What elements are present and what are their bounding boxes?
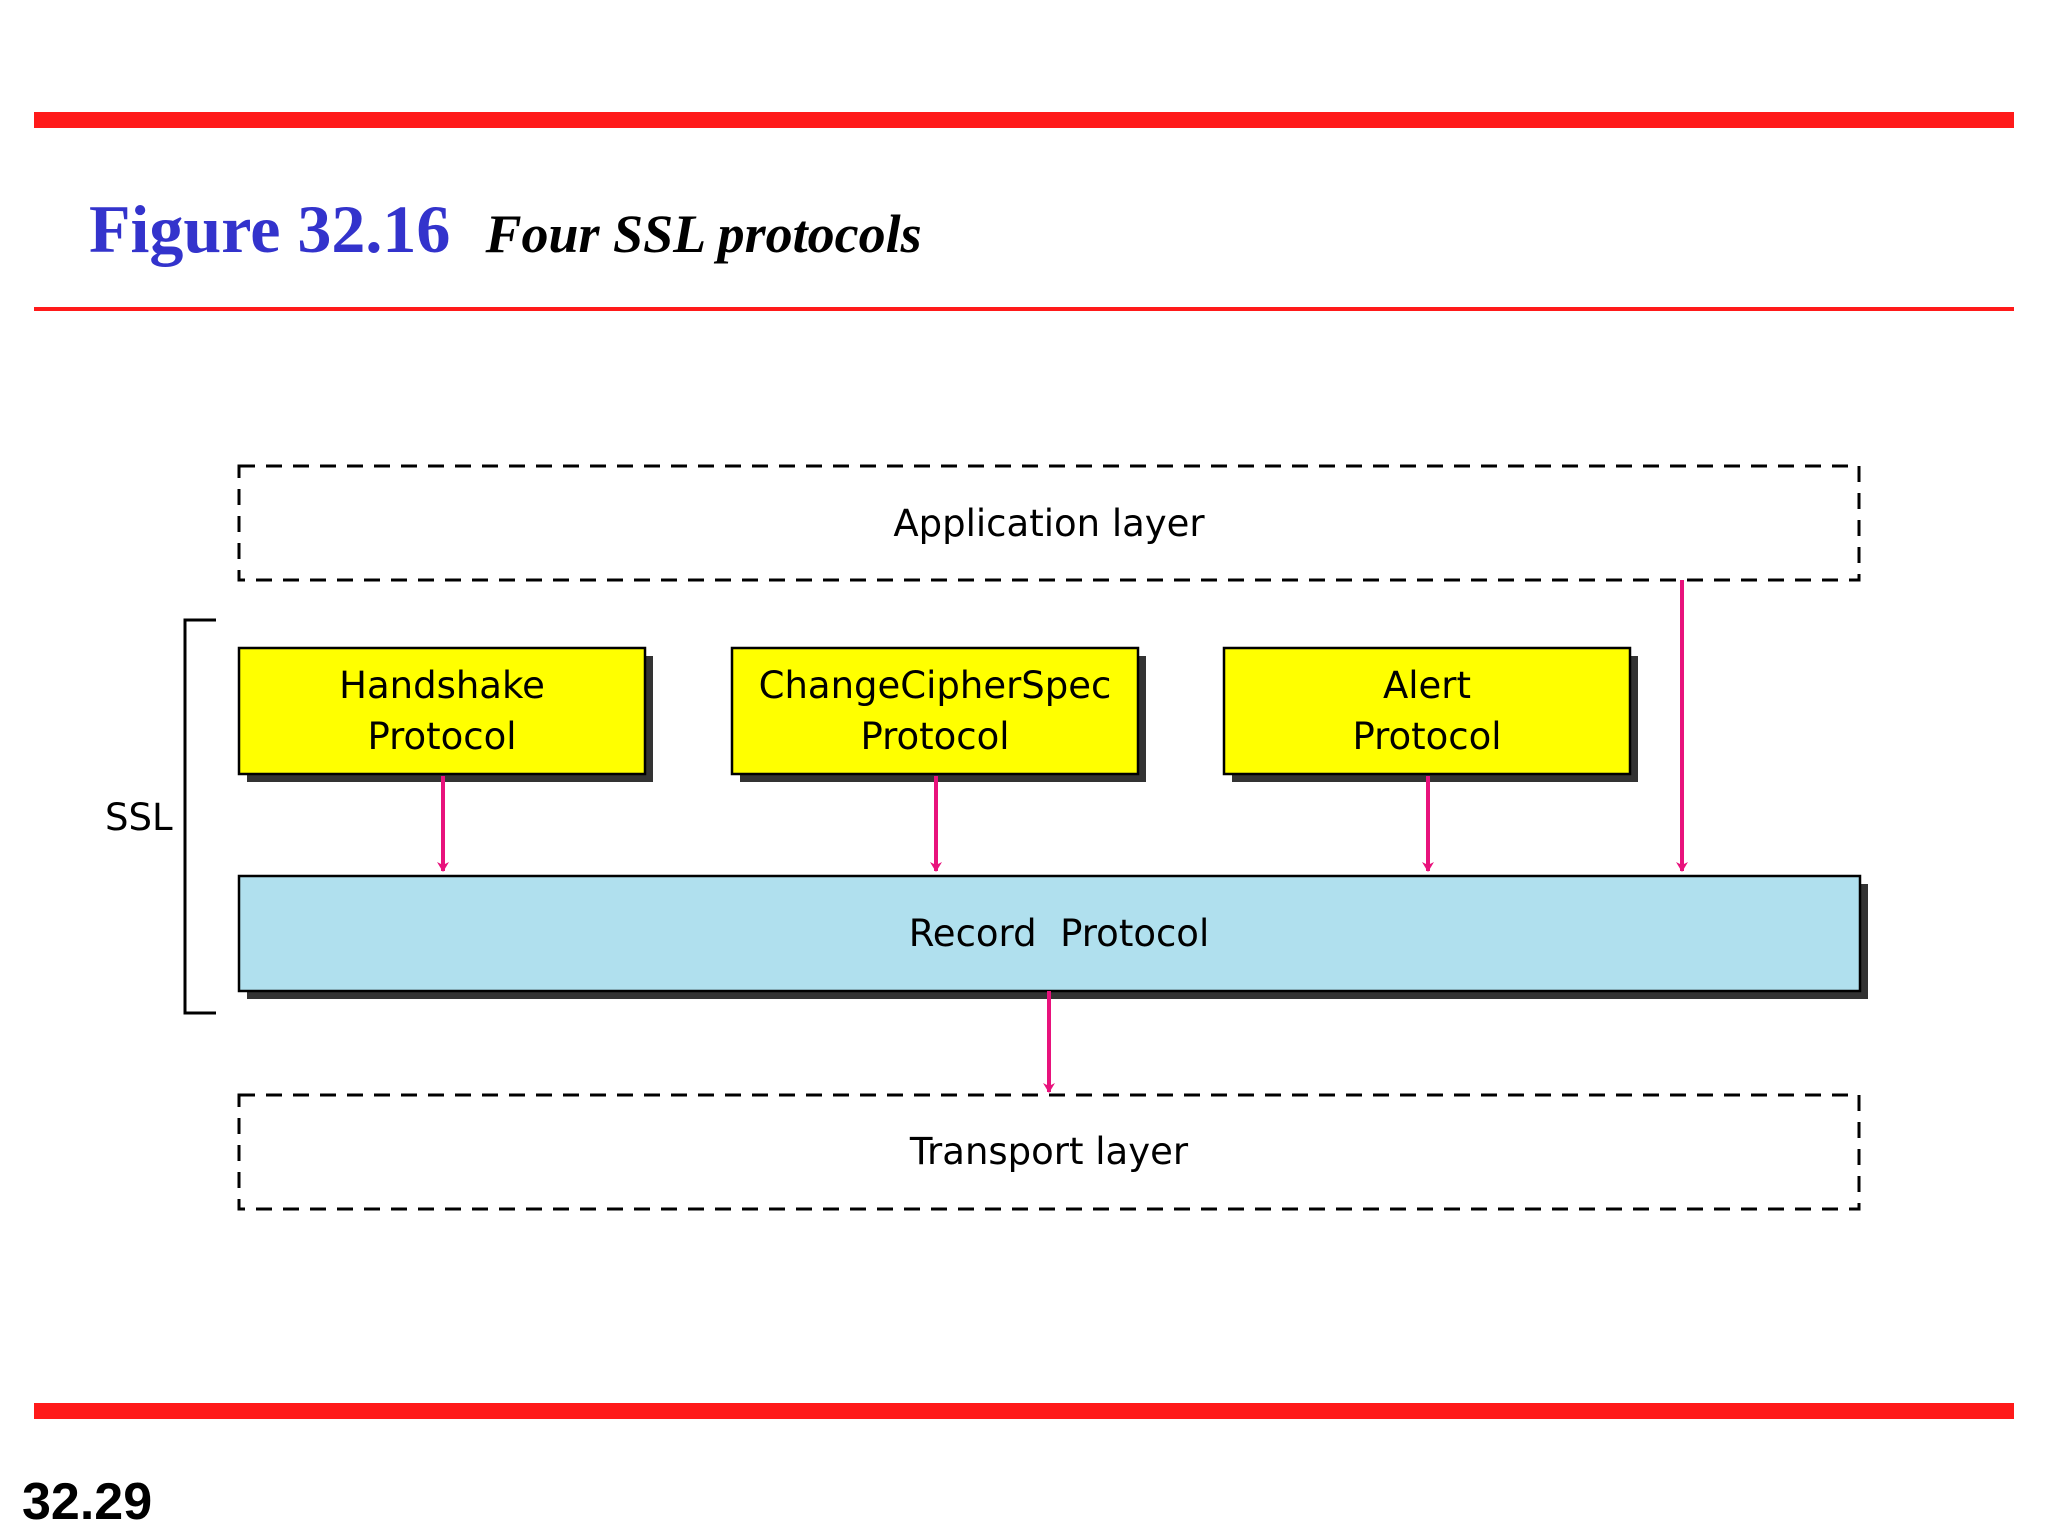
title-red-rule	[34, 307, 2014, 311]
changecipherspec-label-line1: ChangeCipherSpec	[759, 664, 1112, 707]
handshake-label-line1: Handshake	[339, 664, 545, 707]
alert-protocol-box: Alert Protocol	[1222, 646, 1638, 782]
ssl-label: SSL	[105, 796, 173, 839]
record-protocol-label: Record Protocol	[909, 912, 1209, 955]
alert-label-line1: Alert	[1383, 664, 1471, 707]
slide-number: 32.29	[22, 1473, 153, 1531]
application-layer-box: Application layer	[237, 464, 1861, 582]
transport-layer-label: Transport layer	[909, 1130, 1189, 1173]
handshake-protocol-box: Handshake Protocol	[237, 646, 653, 782]
alert-label-line2: Protocol	[1352, 715, 1501, 758]
top-red-rule	[34, 112, 2014, 128]
changecipherspec-protocol-box: ChangeCipherSpec Protocol	[730, 646, 1146, 782]
application-layer-label: Application layer	[893, 502, 1205, 545]
handshake-label-line2: Protocol	[367, 715, 516, 758]
bottom-red-rule	[34, 1403, 2014, 1419]
changecipherspec-label-line2: Protocol	[860, 715, 1009, 758]
figure-caption: Four SSL protocols	[485, 204, 922, 264]
slide-title: Figure 32.16 Four SSL protocols	[89, 190, 922, 269]
ssl-bracket: SSL	[105, 618, 216, 1015]
figure-number: Figure 32.16	[89, 191, 451, 267]
record-protocol-box: Record Protocol	[237, 874, 1868, 999]
transport-layer-box: Transport layer	[237, 1093, 1861, 1211]
